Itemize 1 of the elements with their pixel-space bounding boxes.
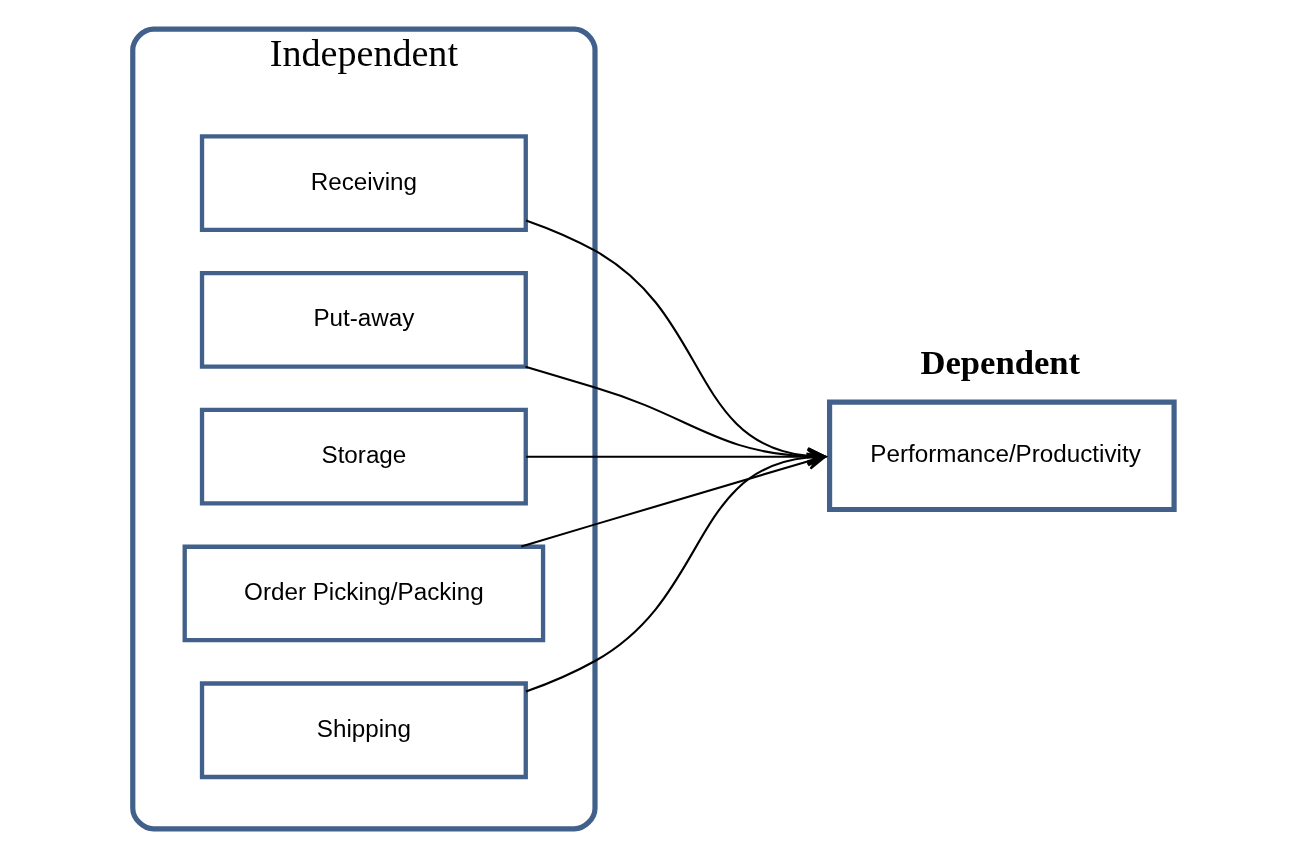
node-label: Dependent xyxy=(920,342,1081,381)
